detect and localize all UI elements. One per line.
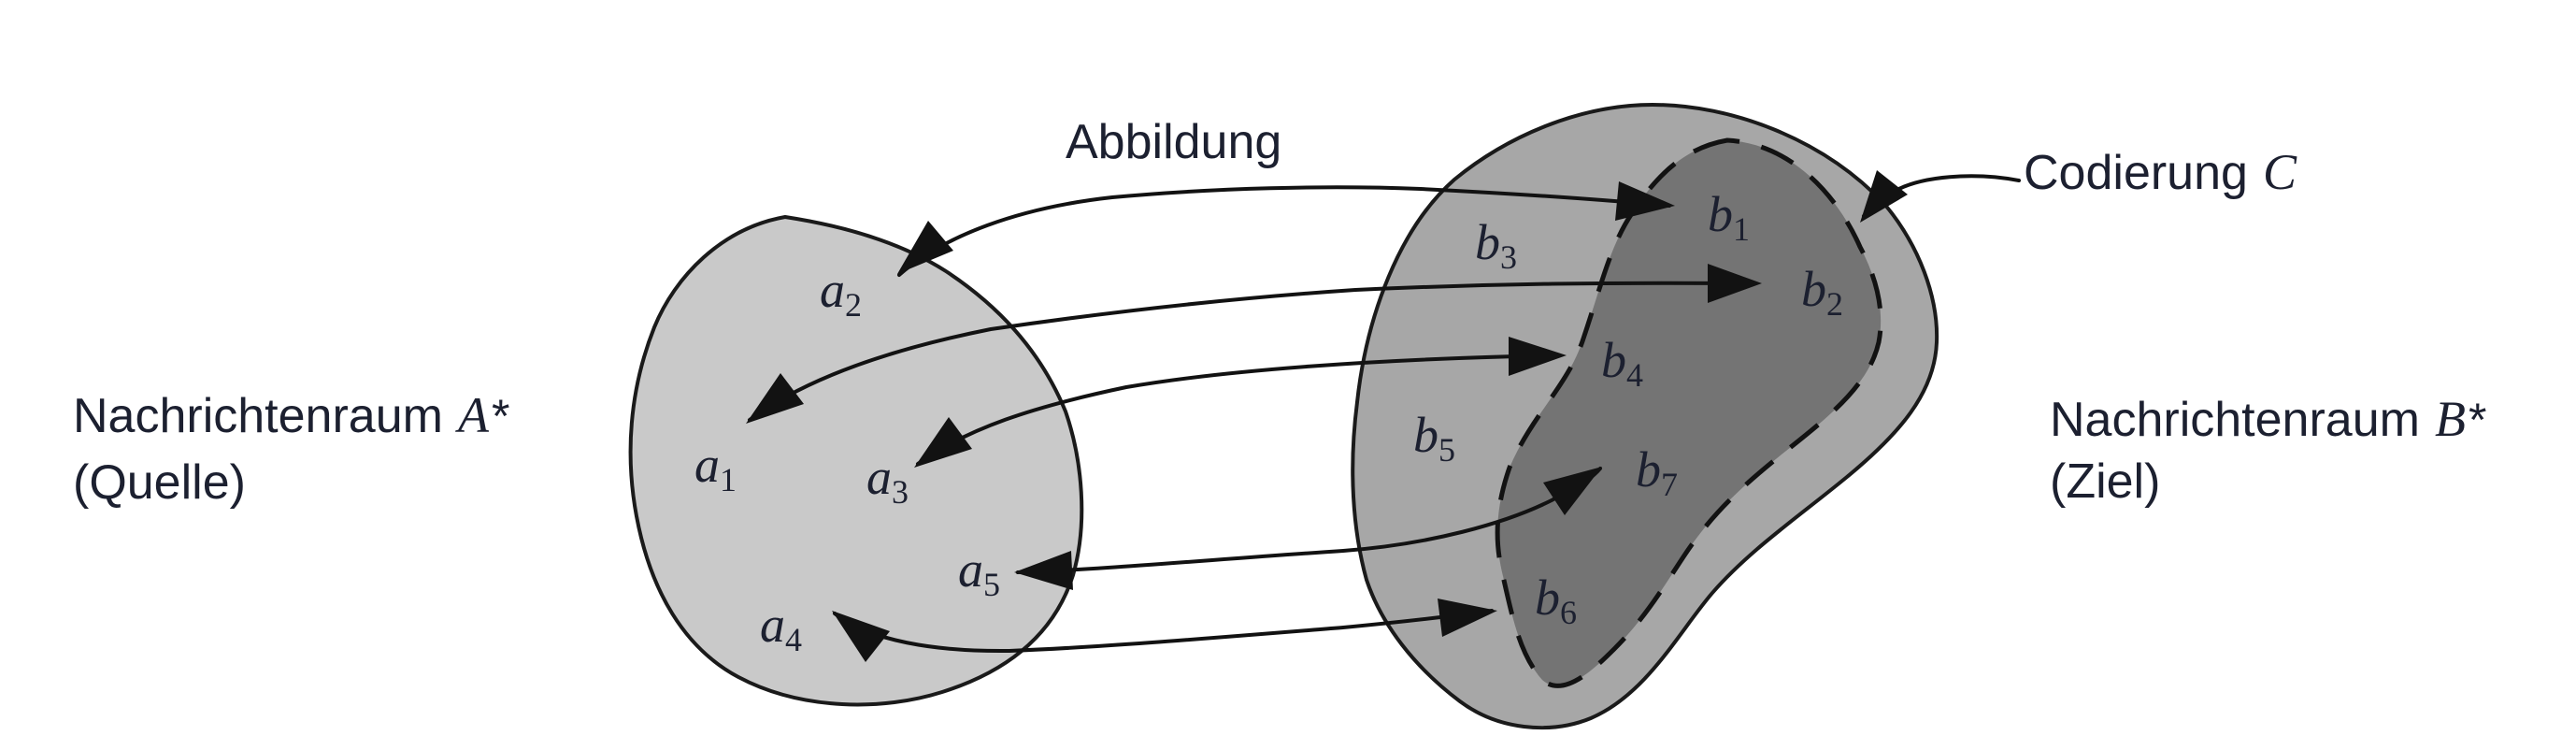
node-label-a1: a1 xyxy=(694,437,737,498)
arrowhead-b4 xyxy=(1509,337,1567,376)
arrow-a2-b1 xyxy=(897,181,1675,277)
arrowhead-a5 xyxy=(1014,551,1073,590)
arrow-a2-b1-line xyxy=(897,185,1671,277)
node-label-a3: a3 xyxy=(866,449,909,511)
arrowhead-a2 xyxy=(897,221,953,274)
arrowhead-a1 xyxy=(746,373,804,424)
node-label-b4: b4 xyxy=(1601,332,1643,394)
arrowhead-b6 xyxy=(1438,599,1497,637)
arrow-a3-b4 xyxy=(914,337,1567,468)
node-label-a5: a5 xyxy=(958,541,1000,603)
arrow-a4-b6 xyxy=(832,599,1497,662)
coding-region xyxy=(1495,137,1883,688)
label-mapping: Abbildung xyxy=(1066,115,1281,169)
node-label-b5: b5 xyxy=(1413,407,1455,469)
node-label-b2: b2 xyxy=(1801,261,1843,323)
arrow-a1-b2-line xyxy=(748,281,1757,422)
node-label-a4: a4 xyxy=(760,597,802,658)
node-label-a2: a2 xyxy=(820,262,862,324)
label-target-line2: (Ziel) xyxy=(2050,454,2160,509)
arrowhead-coding xyxy=(1860,170,1908,223)
coding-pointer-arrow xyxy=(1860,170,2021,223)
arrow-a1-b2 xyxy=(746,264,1762,424)
set-a-blob xyxy=(628,215,1084,707)
arrow-a5-b7 xyxy=(1014,467,1602,590)
arrow-a4-b6-line xyxy=(833,609,1494,654)
label-source-line2: (Quelle) xyxy=(73,455,246,510)
arrowhead-b7 xyxy=(1543,467,1602,515)
arrow-a3-b4-line xyxy=(916,353,1557,466)
node-label-b6: b6 xyxy=(1535,570,1577,631)
arrowhead-a3 xyxy=(914,417,972,468)
node-label-b3: b3 xyxy=(1475,214,1517,276)
arrowhead-b2 xyxy=(1708,264,1762,303)
node-label-b1: b1 xyxy=(1708,186,1750,248)
node-label-b7: b7 xyxy=(1636,441,1678,503)
arrowhead-a4 xyxy=(832,611,890,662)
arrowhead-b1 xyxy=(1615,181,1675,221)
